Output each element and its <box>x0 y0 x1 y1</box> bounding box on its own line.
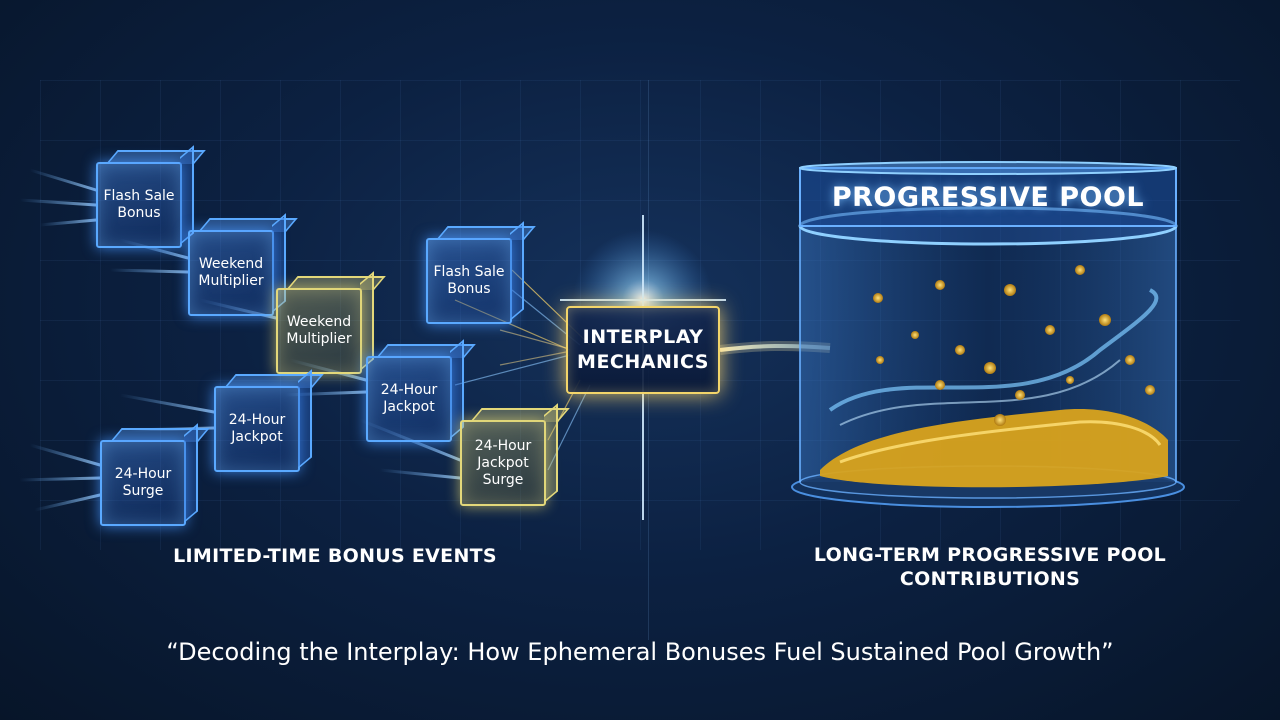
cube-label: 24-Hour Jackpot <box>228 412 286 445</box>
cube-label: Flash Sale Bonus <box>433 264 505 297</box>
bonus-cube-24hour-surge: 24-Hour Surge <box>100 440 186 526</box>
center-line-1: INTERPLAY <box>582 326 704 348</box>
bonus-cube-flash-sale-center: Flash Sale Bonus <box>426 238 512 324</box>
cube-label: Flash Sale Bonus <box>103 188 175 221</box>
bonus-cube-24hour-jackpot-right: 24-Hour Jackpot <box>366 356 452 442</box>
cube-label: 24-Hour Surge <box>114 466 172 499</box>
right-section-label: LONG-TERM PROGRESSIVE POOL CONTRIBUTIONS <box>790 543 1190 591</box>
progressive-pool-cylinder <box>791 161 1185 508</box>
caption: “Decoding the Interplay: How Ephemeral B… <box>166 638 1114 666</box>
cube-label: Weekend Multiplier <box>286 314 352 347</box>
bonus-cube-24hour-jackpot-surge: 24-Hour Jackpot Surge <box>460 420 546 506</box>
cube-label: 24-Hour Jackpot <box>380 382 438 415</box>
cube-label: Weekend Multiplier <box>198 256 264 289</box>
cube-label: 24-Hour Jackpot Surge <box>474 437 532 488</box>
bonus-cube-weekend-multiplier-gold: Weekend Multiplier <box>276 288 362 374</box>
bonus-cube-24hour-jackpot: 24-Hour Jackpot <box>214 386 300 472</box>
pool-title: PROGRESSIVE POOL <box>831 181 1145 213</box>
bonus-cube-weekend-multiplier: Weekend Multiplier <box>188 230 274 316</box>
left-section-label: LIMITED-TIME BONUS EVENTS <box>173 545 497 567</box>
right-label-line-1: LONG-TERM PROGRESSIVE POOL <box>813 544 1167 566</box>
interplay-mechanics-box: INTERPLAY MECHANICS <box>566 306 720 394</box>
center-line-2: MECHANICS <box>577 351 709 373</box>
bonus-cube-flash-sale: Flash Sale Bonus <box>96 162 182 248</box>
right-label-line-2: CONTRIBUTIONS <box>899 568 1081 590</box>
